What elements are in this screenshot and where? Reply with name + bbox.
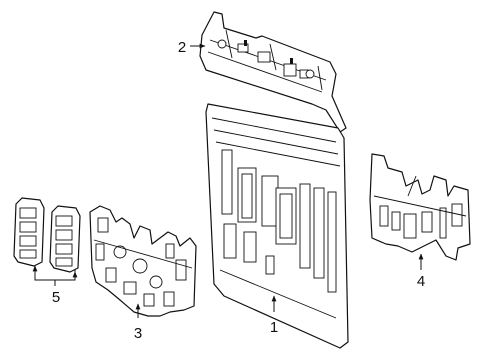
side-panel-part-3 xyxy=(89,205,197,317)
callout-part-5: 5 xyxy=(52,289,60,306)
callout-labels: 1 2 3 4 5 xyxy=(52,39,425,342)
callout-part-2: 2 xyxy=(178,39,186,56)
callout-part-3: 3 xyxy=(134,325,142,342)
back-panel-part-1 xyxy=(205,103,349,349)
leader-lines xyxy=(32,43,424,318)
brackets-part-5 xyxy=(13,197,81,273)
header-panel-part-2 xyxy=(199,11,347,133)
callout-part-4: 4 xyxy=(417,273,425,290)
side-panel-part-4 xyxy=(369,153,471,261)
callout-part-1: 1 xyxy=(270,319,278,336)
